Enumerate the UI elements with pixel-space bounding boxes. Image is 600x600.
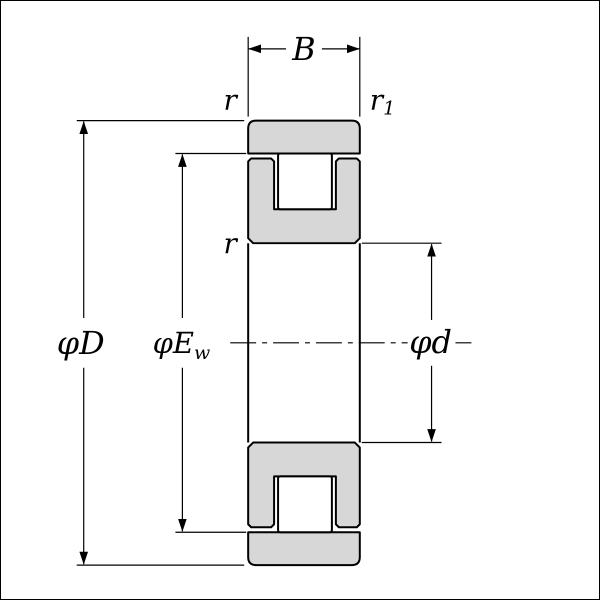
roller-bottom bbox=[277, 475, 333, 534]
label-raceway-diameter-phiEw: φEw bbox=[153, 326, 211, 364]
label-chamfer-r1-main: r bbox=[370, 84, 385, 117]
roller-top bbox=[277, 152, 333, 211]
label-chamfer-r-inner: r bbox=[224, 227, 239, 260]
label-chamfer-r-top-left: r bbox=[224, 84, 239, 117]
label-width-B: B bbox=[291, 30, 315, 68]
inner-ring-top-section bbox=[247, 157, 361, 245]
label-outer-diameter-phiD: φD bbox=[57, 324, 105, 362]
inner-ring-bottom-section bbox=[247, 441, 361, 529]
outer-ring-top-section bbox=[247, 119, 361, 155]
label-raceway-diameter-main: φE bbox=[153, 326, 194, 360]
label-raceway-diameter-sub: w bbox=[194, 342, 210, 364]
label-bore-diameter-phid: φd bbox=[409, 323, 452, 361]
outer-ring-bottom-section bbox=[247, 531, 361, 567]
label-chamfer-r1-top-right: r1 bbox=[370, 84, 395, 120]
label-chamfer-r1-sub: 1 bbox=[383, 98, 395, 120]
